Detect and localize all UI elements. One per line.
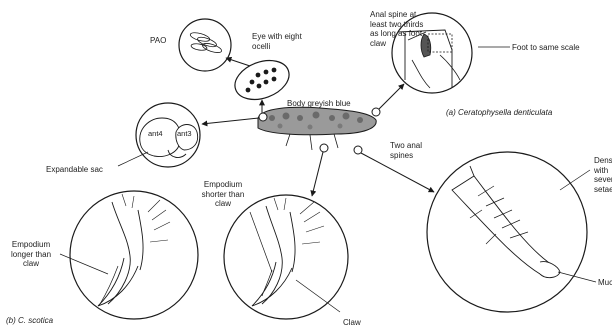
eye-label: Eye with eight ocelli bbox=[252, 32, 304, 51]
arrow-to-pao bbox=[226, 58, 250, 66]
foot-detail-circle-denticulata bbox=[224, 195, 348, 319]
leader-anal bbox=[372, 108, 380, 116]
pao-label: PAO bbox=[150, 36, 166, 46]
sac-leader bbox=[118, 152, 148, 166]
leader-head bbox=[259, 113, 267, 121]
springtail-body bbox=[258, 107, 376, 150]
arrow-to-antenna bbox=[202, 118, 259, 124]
eye-ocelli-oval bbox=[230, 54, 295, 107]
species-a-label: (a) Ceratophysella denticulata bbox=[446, 108, 552, 118]
empodium-longer-label: Empodium longer than claw bbox=[6, 240, 56, 269]
ant3-label: ant3 bbox=[177, 129, 192, 138]
ant4-label: ant4 bbox=[148, 129, 163, 138]
pao-detail-circle bbox=[179, 19, 231, 71]
expandable-sac-label: Expandable sac bbox=[46, 165, 103, 175]
ocellus-4 bbox=[272, 68, 277, 73]
ocellus-1 bbox=[250, 80, 255, 85]
arrow-to-anal-spine bbox=[379, 84, 404, 109]
species-b-label: (b) C. scotica bbox=[6, 316, 53, 326]
ocellus-8 bbox=[246, 88, 251, 93]
leader-foot bbox=[320, 144, 328, 152]
ocellus-2 bbox=[256, 73, 261, 78]
ocellus-7 bbox=[272, 77, 277, 82]
body-colour-label: Body greyish blue bbox=[287, 99, 351, 109]
mucro-label: Mucro bbox=[598, 278, 612, 288]
anal-spine-length-label: Anal spine at least two thirds as long a… bbox=[370, 10, 430, 48]
ocellus-3 bbox=[264, 70, 269, 75]
two-anal-spines-label: Two anal spines bbox=[390, 141, 426, 160]
dens-mucro-detail-circle bbox=[427, 152, 587, 312]
dens-label: Dens with seven setae bbox=[594, 156, 612, 194]
arrow-to-foot bbox=[312, 152, 323, 196]
ocellus-5 bbox=[257, 84, 262, 89]
leader-furca bbox=[354, 146, 362, 154]
empodium-shorter-label: Empodium shorter than claw bbox=[196, 180, 250, 209]
foot-detail-circle-scotica bbox=[70, 191, 198, 319]
ocellus-6 bbox=[264, 80, 269, 85]
claw-label: Claw bbox=[343, 318, 361, 328]
foot-scale-label: Foot to same scale bbox=[512, 43, 580, 53]
